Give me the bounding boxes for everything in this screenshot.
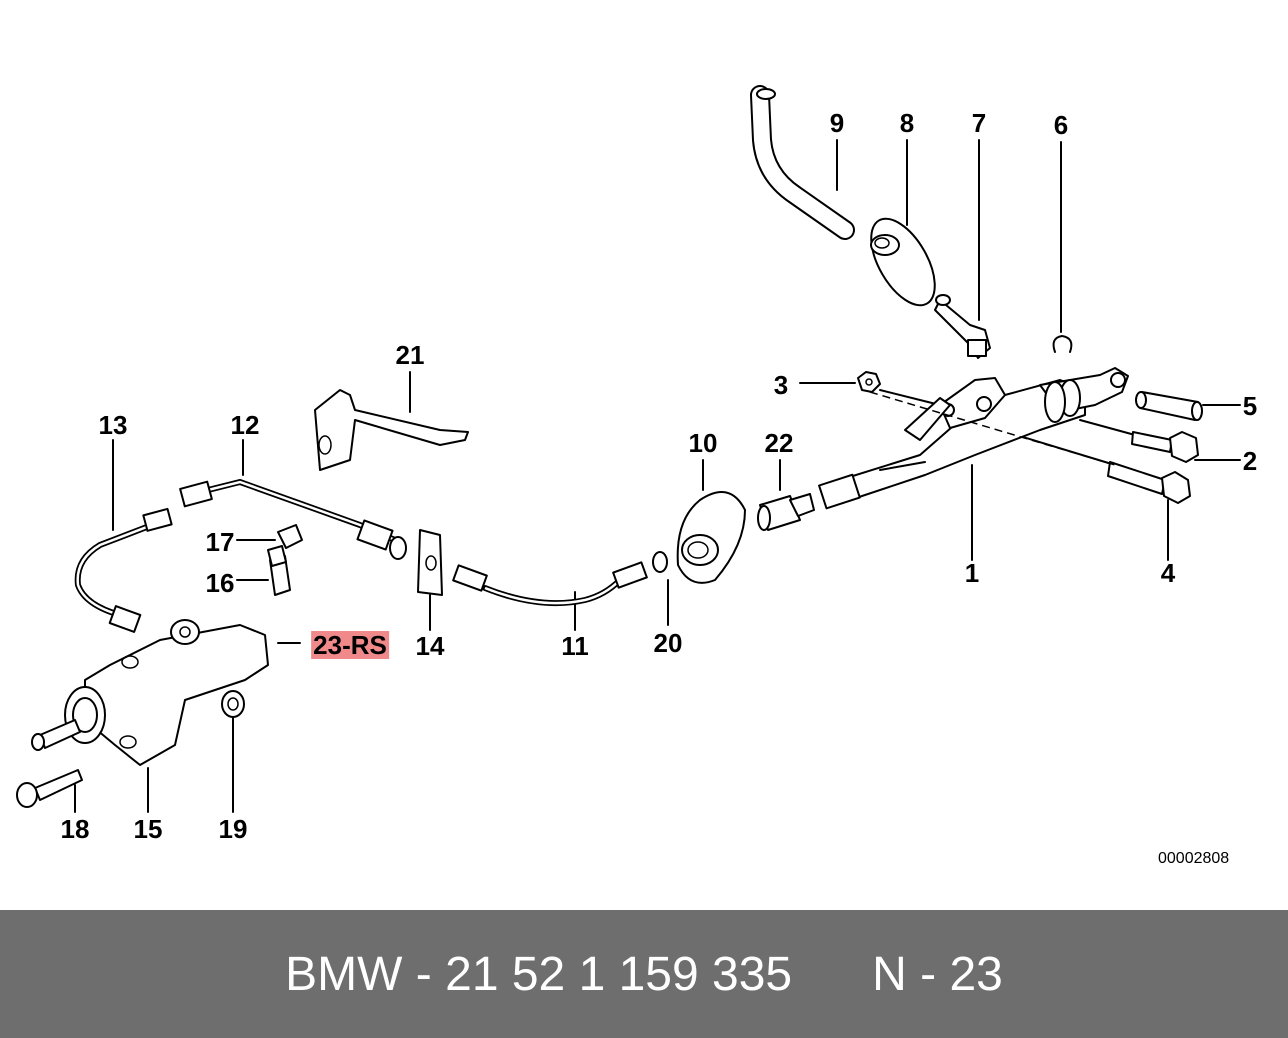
callout-5: 5 xyxy=(1242,391,1258,421)
part-7-elbow xyxy=(934,294,991,359)
callout-23-rs-highlighted[interactable]: 23-RS xyxy=(311,630,389,660)
part-info-footer: BMW - 21 52 1 159 335 N - 23 xyxy=(0,910,1288,1038)
part-12-pipe xyxy=(179,478,407,560)
part-21-bracket xyxy=(314,389,469,471)
part-9-hose xyxy=(750,85,855,240)
part-6-clip xyxy=(1052,334,1073,353)
callout-2: 2 xyxy=(1242,446,1258,476)
callout-21: 21 xyxy=(395,340,425,370)
part-8-seal xyxy=(870,217,936,307)
part-3-nut xyxy=(857,371,881,393)
callout-13: 13 xyxy=(98,410,128,440)
part-11-hose xyxy=(452,561,648,607)
leader-lines xyxy=(74,139,1241,813)
callout-9: 9 xyxy=(829,108,845,138)
part-4-bolt xyxy=(1107,461,1191,504)
callout-6: 6 xyxy=(1053,110,1069,140)
footer-part-number: 21 52 1 159 335 xyxy=(445,947,793,1001)
footer-caption: BMW - 21 52 1 159 335 N - 23 xyxy=(0,910,1288,1038)
diagram-reference-number: 00002808 xyxy=(1158,850,1230,867)
callout-15: 15 xyxy=(133,814,163,844)
footer-separator: - xyxy=(415,947,432,1001)
callout-7: 7 xyxy=(971,108,987,138)
part-16-bleed-screw xyxy=(267,545,291,596)
part-14-bracket xyxy=(417,529,443,596)
part-13-pipe xyxy=(74,507,173,633)
callout-8: 8 xyxy=(899,108,915,138)
footer-position: N - 23 xyxy=(872,947,1003,1001)
part-20-ring xyxy=(652,551,668,573)
callout-16: 16 xyxy=(205,568,235,598)
exploded-parts-diagram: 9 8 7 6 3 5 2 4 1 22 10 20 11 14 21 12 1… xyxy=(16,85,1258,867)
part-15-slave-cylinder xyxy=(31,619,269,766)
callout-4: 4 xyxy=(1160,558,1176,588)
part-19-sleeve xyxy=(221,690,245,718)
callout-3: 3 xyxy=(773,370,789,400)
part-5-pin xyxy=(1135,391,1203,421)
callout-14: 14 xyxy=(415,631,445,661)
part-18-bolt xyxy=(16,769,83,808)
callout-10: 10 xyxy=(688,428,718,458)
part-10-grommet xyxy=(676,491,746,584)
part-1-master-cylinder xyxy=(818,367,1129,510)
part-2-bolt xyxy=(1131,431,1199,463)
parts-drawing xyxy=(16,85,1241,813)
callout-20: 20 xyxy=(653,628,683,658)
part-22-fitting xyxy=(757,493,815,531)
part-17-cap xyxy=(277,524,303,549)
footer-brand: BMW xyxy=(285,947,403,1001)
callout-17: 17 xyxy=(205,527,235,557)
callout-19: 19 xyxy=(218,814,248,844)
callout-12: 12 xyxy=(230,410,260,440)
callout-11: 11 xyxy=(561,631,589,661)
callout-1: 1 xyxy=(964,558,980,588)
callout-22: 22 xyxy=(764,428,794,458)
callout-18: 18 xyxy=(60,814,90,844)
